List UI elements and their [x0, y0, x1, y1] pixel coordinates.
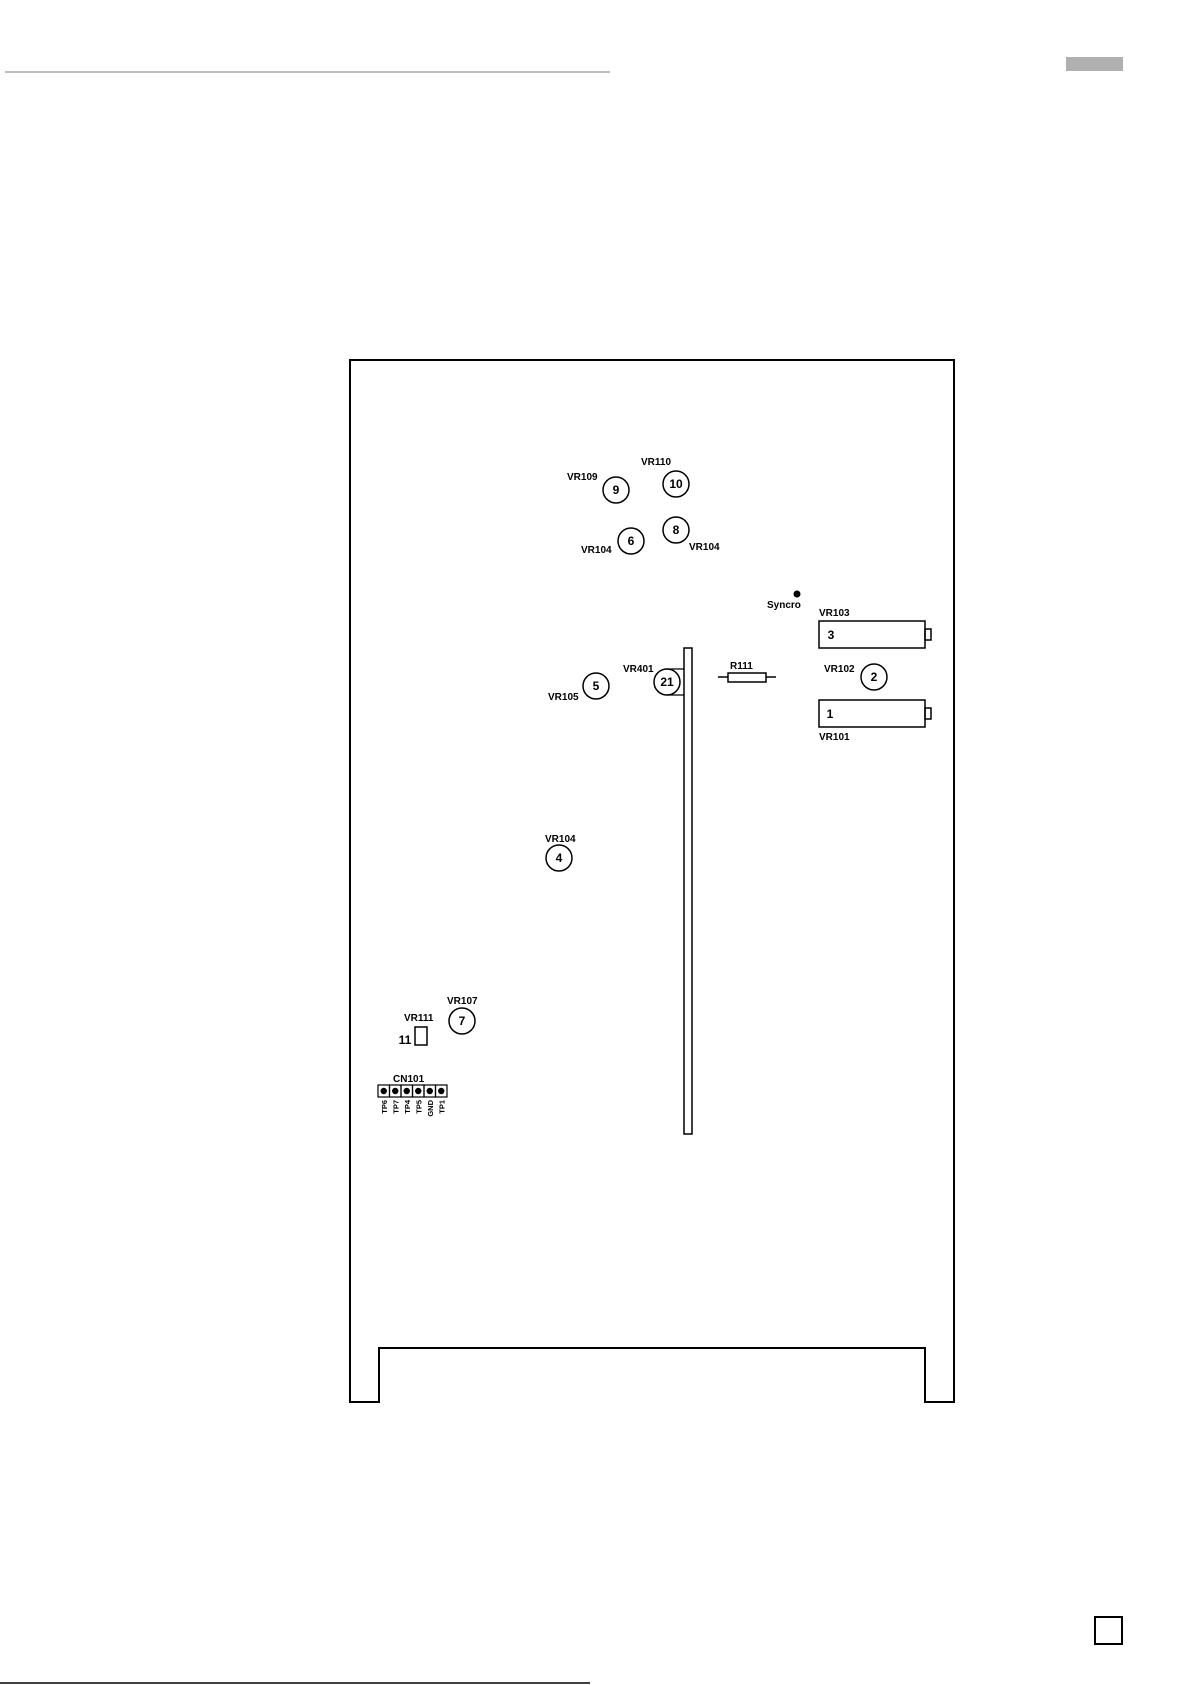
cn101-pin-dot: [392, 1088, 398, 1094]
adjust-point-8-number: 8: [673, 523, 680, 537]
cn101-pin-label: TP4: [403, 1099, 412, 1114]
cn101-pin-dot: [381, 1088, 387, 1094]
r111-label: R111: [730, 661, 753, 672]
vr105-label: VR105: [548, 692, 579, 703]
header-tab: [1066, 57, 1123, 71]
daughter-board: [684, 648, 692, 1134]
cn101-pin-label: TP1: [437, 1100, 446, 1114]
cn101-pin-dot: [415, 1088, 421, 1094]
vr110-label: VR110: [641, 457, 671, 468]
board-outline: [350, 360, 954, 1402]
adjust-point-4-number: 4: [556, 851, 563, 865]
adjust-point-21-number: 21: [660, 675, 674, 689]
vr101-tab: [925, 708, 931, 719]
adjust-point-11-number: 11: [399, 1033, 412, 1047]
cn101-pin-dot: [427, 1088, 433, 1094]
adjust-point-2-number: 2: [871, 670, 878, 684]
adjust-point-10-number: 10: [669, 477, 683, 491]
vr104-label-left: VR104: [581, 545, 612, 556]
syncro-dot: [794, 591, 801, 598]
vr102-label: VR102: [824, 664, 855, 675]
vr101-trimmer: [819, 700, 925, 727]
adjust-point-3-number: 3: [828, 628, 835, 642]
vr103-trimmer: [819, 621, 925, 648]
cn101-pin-dot: [438, 1088, 444, 1094]
vr104-label-mid: VR104: [545, 834, 576, 845]
vr109-label: VR109: [567, 472, 598, 483]
cn101-pin-label: TP6: [380, 1100, 389, 1114]
vr401-label: VR401: [623, 664, 654, 675]
cn101-pin-label: GND: [426, 1099, 435, 1116]
cn101-label: CN101: [393, 1074, 425, 1085]
adjust-point-5-number: 5: [593, 679, 600, 693]
adjust-point-7-number: 7: [459, 1014, 466, 1028]
cn101-pin-dot: [404, 1088, 410, 1094]
adjust-point-6-number: 6: [628, 534, 635, 548]
cn101-pin-label: TP5: [414, 1100, 423, 1114]
cn101-pin-label: TP7: [391, 1100, 400, 1114]
r111-body: [728, 673, 766, 682]
vr103-tab: [925, 629, 931, 640]
page-corner-box: [1095, 1617, 1122, 1644]
vr111-trimmer: [415, 1027, 427, 1045]
vr107-label: VR107: [447, 996, 478, 1007]
vr103-label: VR103: [819, 608, 850, 619]
syncro-label: Syncro: [767, 600, 801, 611]
vr111-label: VR111: [404, 1013, 434, 1024]
adjust-point-1-number: 1: [827, 707, 834, 721]
vr101-label: VR101: [819, 732, 850, 743]
vr104-label-right: VR104: [689, 542, 720, 553]
adjust-point-9-number: 9: [613, 483, 620, 497]
